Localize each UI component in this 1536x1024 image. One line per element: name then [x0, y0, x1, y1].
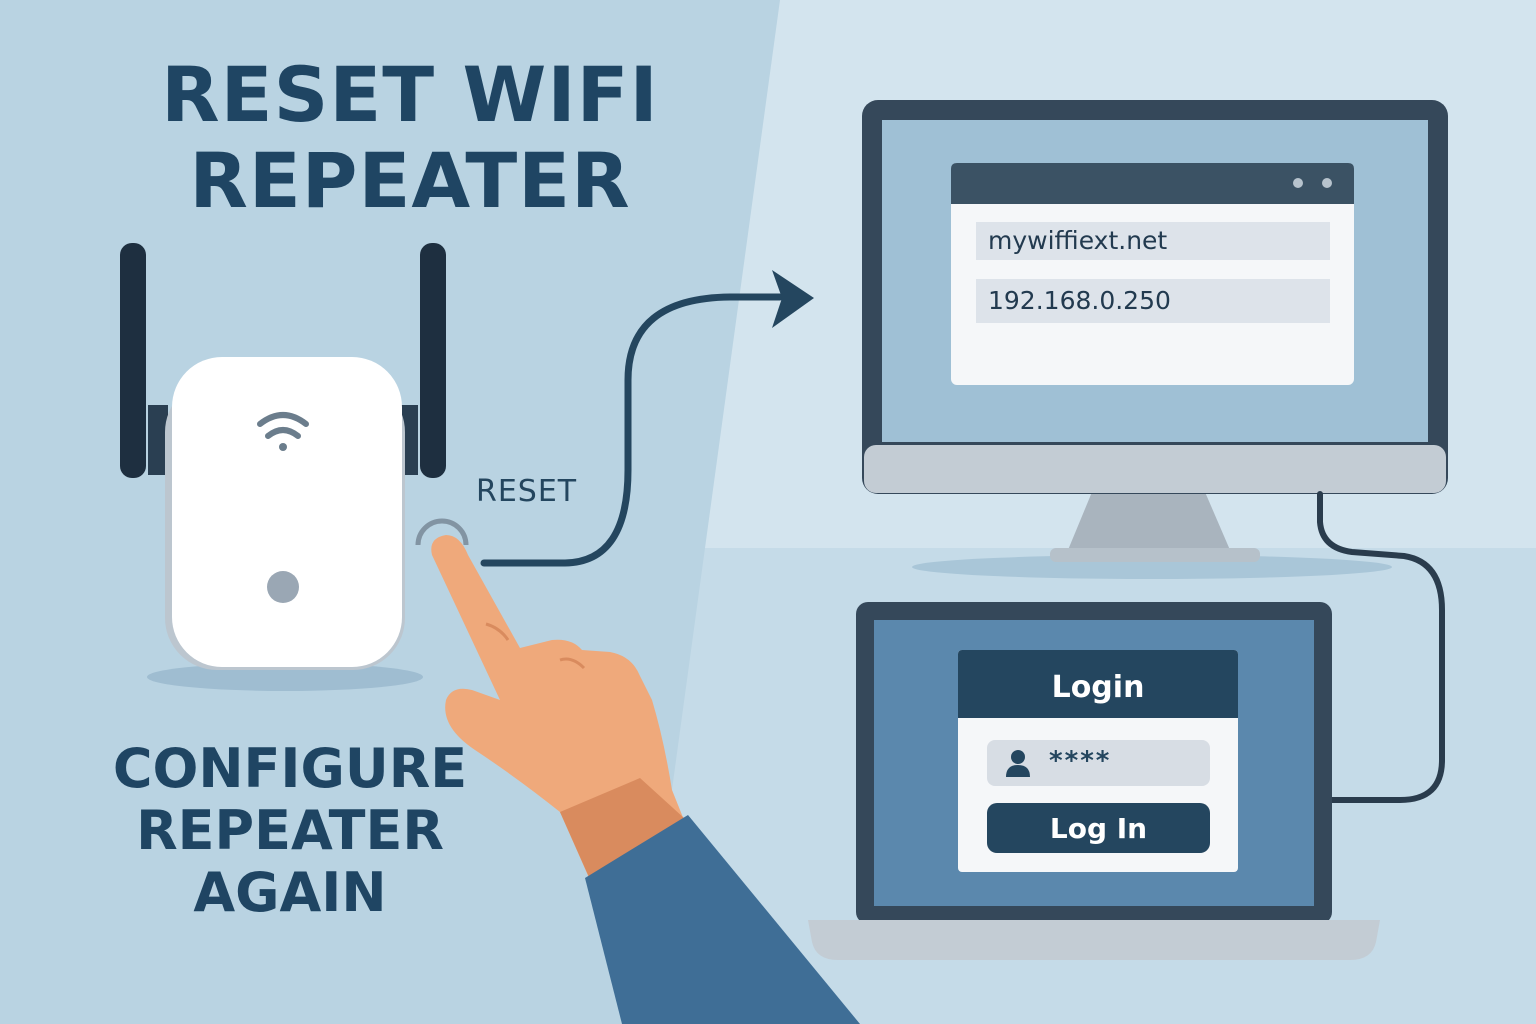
- subtitle: CONFIGURE REPEATER AGAIN: [40, 738, 540, 924]
- wifi-icon: [257, 412, 309, 451]
- ip-address-field[interactable]: 192.168.0.250: [976, 279, 1330, 323]
- right-antenna: [420, 243, 446, 478]
- subtitle-line-2: REPEATER: [136, 799, 444, 862]
- login-title: Login: [958, 650, 1238, 718]
- main-title-line-1: RESET WIFI: [161, 50, 659, 139]
- repeater-shadow: [147, 663, 423, 691]
- arrow-right-icon: [772, 270, 814, 328]
- password-field[interactable]: ****: [987, 740, 1210, 786]
- browser-titlebar: [951, 163, 1354, 204]
- wifi-repeater-device: [120, 243, 446, 691]
- browser-dot-icon[interactable]: [1293, 178, 1303, 188]
- browser-window: [951, 163, 1354, 385]
- connection-cable: [1317, 491, 1445, 803]
- laptop-base: [808, 920, 1380, 960]
- reset-label: RESET: [476, 474, 578, 509]
- monitor-stand: [1068, 492, 1230, 550]
- desktop-monitor: [862, 100, 1448, 579]
- left-antenna: [120, 243, 146, 478]
- main-title-line-2: REPEATER: [189, 136, 631, 225]
- monitor-chin: [864, 445, 1446, 493]
- subtitle-line-1: CONFIGURE: [112, 737, 468, 800]
- monitor-shadow: [912, 555, 1392, 579]
- main-title: RESET WIFI REPEATER: [60, 52, 760, 224]
- url-field[interactable]: mywiffiext.net: [976, 222, 1330, 260]
- repeater-body: [172, 357, 402, 667]
- power-led-icon: [267, 571, 299, 603]
- sleeve: [585, 815, 860, 1024]
- pointing-hand: [431, 535, 860, 1024]
- browser-dot-icon[interactable]: [1322, 178, 1332, 188]
- login-button[interactable]: Log In: [987, 803, 1210, 853]
- reset-button[interactable]: [415, 518, 469, 546]
- monitor-base: [1050, 548, 1260, 562]
- password-mask: ****: [1049, 746, 1112, 776]
- left-antenna-hinge: [148, 405, 168, 475]
- flow-arrow-line: [480, 293, 784, 567]
- user-icon: [1006, 750, 1030, 777]
- hand-cuff-shade: [560, 778, 684, 884]
- subtitle-line-3: AGAIN: [193, 861, 387, 924]
